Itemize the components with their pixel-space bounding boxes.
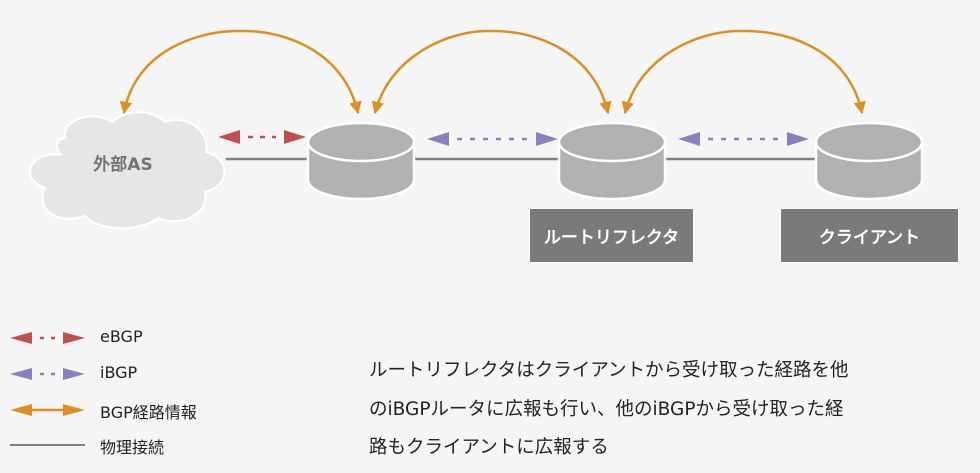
client-label: クライアント [780, 208, 959, 263]
legend-label-ibgp: iBGP [100, 363, 138, 382]
bgp-route-legend-icon [10, 404, 85, 416]
route-reflector-label: ルートリフレクタ [529, 208, 694, 263]
ebgp-arrow [218, 130, 306, 144]
route-reflector-icon [557, 121, 667, 201]
legend-swatch-physical [10, 432, 85, 458]
bgp-route-arc-as-r1 [119, 29, 362, 115]
external-as-label: 外部AS [93, 155, 153, 175]
description-line: のiBGPルータに広報も行い、他のiBGPから受け取った経 [369, 398, 844, 420]
router-1-icon [306, 121, 416, 201]
description: ルートリフレクタはクライアントから受け取った経路を他 のiBGPルータに広報も行… [369, 352, 974, 468]
bgp-route-arc-r1-rr [371, 29, 612, 115]
legend-swatch-ibgp [10, 361, 85, 387]
cloud-icon [29, 111, 226, 230]
legend-swatch-ebgp [10, 325, 85, 351]
legend-label-ebgp: eBGP [100, 327, 143, 346]
description-line: 路もクライアントに広報する [369, 437, 609, 458]
physical-link-legend-icon [10, 444, 85, 446]
bgp-route-arcs [119, 29, 866, 115]
ibgp-arrow-r1-rr [427, 132, 558, 146]
ibgp-legend-icon [10, 368, 85, 380]
description-line: ルートリフレクタはクライアントから受け取った経路を他 [369, 360, 849, 381]
ebgp-legend-icon [10, 332, 85, 344]
bgp-route-arc-rr-client [621, 29, 866, 115]
legend-label-bgp-route: BGP経路情報 [100, 403, 197, 422]
ibgp-arrow-rr-client [678, 132, 809, 146]
client-router-icon [814, 121, 924, 201]
legend-label-physical: 物理接続 [100, 438, 165, 457]
legend-swatch-bgp-route [10, 397, 85, 423]
